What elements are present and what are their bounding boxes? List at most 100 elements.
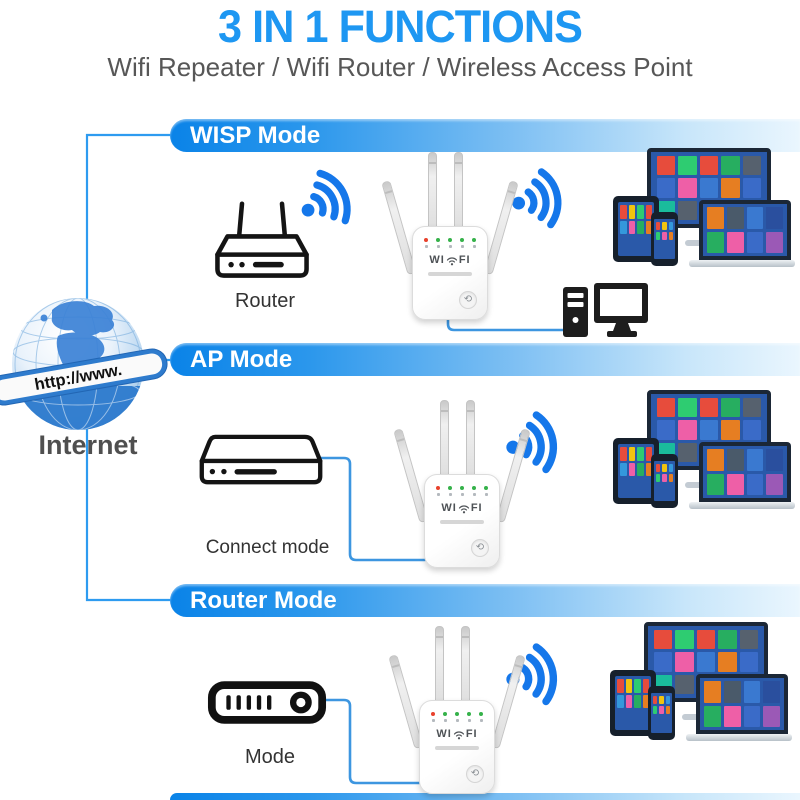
- app-tile: [656, 464, 661, 472]
- laptop-base: [689, 502, 795, 509]
- cable-wisp-repeater-pc: [446, 314, 566, 332]
- led-tick: [455, 719, 459, 722]
- app-tile: [642, 679, 649, 693]
- mode-label: Mode: [244, 746, 296, 768]
- app-tile: [718, 652, 737, 672]
- app-tile: [625, 694, 632, 708]
- repeater-subtext-bar: [435, 746, 479, 750]
- app-tile: [742, 178, 761, 198]
- app-tile: [678, 178, 697, 198]
- led-tick: [460, 493, 464, 496]
- app-tile: [743, 705, 761, 727]
- app-tile: [766, 449, 783, 471]
- wifi-signal-icon: [512, 168, 562, 229]
- led-tick: [424, 245, 428, 248]
- app-tile: [653, 706, 658, 714]
- app-tile: [721, 178, 740, 198]
- led-dot: [424, 238, 428, 242]
- led-dot: [448, 238, 452, 242]
- app-tile: [659, 696, 664, 704]
- app-tile: [678, 398, 697, 418]
- app-tile: [620, 220, 627, 234]
- led-dot: [460, 486, 464, 490]
- led-labels: [413, 245, 487, 248]
- laptop-base: [689, 260, 795, 267]
- repeater-brand: WI FI: [429, 254, 471, 266]
- led-dot: [472, 238, 476, 242]
- led-labels: [425, 493, 499, 496]
- app-tile: [699, 178, 719, 198]
- repeater-subtext-bar: [440, 520, 484, 524]
- led-tick: [479, 719, 483, 722]
- led-tick: [467, 719, 471, 722]
- led-dot: [436, 486, 440, 490]
- app-tile: [742, 398, 761, 418]
- app-tile: [654, 652, 673, 672]
- led-indicators: [420, 712, 494, 716]
- app-tile: [721, 420, 740, 440]
- app-tile: [662, 232, 667, 240]
- app-tile: [675, 652, 694, 672]
- app-tile: [723, 705, 741, 727]
- app-tile: [645, 447, 652, 461]
- app-tile: [628, 220, 635, 234]
- led-indicators: [413, 238, 487, 242]
- modem-icon: [199, 434, 323, 485]
- wifi-mini-icon: [453, 731, 464, 740]
- app-tile: [617, 694, 624, 708]
- client-devices-cluster: [613, 390, 795, 514]
- led-tick: [436, 493, 440, 496]
- internet-globe-icon: http://www.: [0, 298, 168, 430]
- repeater-body: WI FI ⟲: [419, 700, 495, 794]
- app-tile: [620, 205, 627, 219]
- app-tile: [746, 449, 764, 471]
- app-tile: [645, 205, 652, 219]
- app-tile: [678, 156, 697, 176]
- app-tile: [668, 474, 673, 482]
- led-tick: [484, 493, 488, 496]
- app-tile: [625, 679, 632, 693]
- app-tile: [699, 156, 719, 176]
- led-dot: [431, 712, 435, 716]
- app-tile: [634, 694, 641, 708]
- laptop-icon: [696, 674, 788, 734]
- tablet-icon: [613, 438, 659, 504]
- antenna: [454, 152, 463, 232]
- repeater-body: WI FI ⟲: [412, 226, 488, 320]
- led-tick: [448, 493, 452, 496]
- app-tile: [707, 449, 724, 471]
- app-tile: [763, 705, 780, 727]
- app-tile: [662, 464, 667, 472]
- led-dot: [443, 712, 447, 716]
- app-tile: [645, 462, 652, 476]
- app-tile: [637, 205, 644, 219]
- wifi-repeater-device: WI FI ⟲: [393, 400, 531, 568]
- wifi-mini-icon: [446, 257, 457, 266]
- client-devices-cluster: [613, 148, 795, 272]
- app-tile: [659, 706, 664, 714]
- antenna: [466, 400, 475, 480]
- app-tile: [668, 232, 673, 240]
- app-tile: [645, 220, 652, 234]
- router-icon: [215, 201, 309, 278]
- app-tile: [628, 447, 635, 461]
- repeater-subtext-bar: [428, 272, 472, 276]
- app-tile: [707, 207, 724, 229]
- app-tile: [704, 705, 721, 727]
- connect-mode-label: Connect mode: [205, 537, 330, 558]
- led-dot: [467, 712, 471, 716]
- app-tile: [699, 398, 719, 418]
- wps-button: ⟲: [459, 291, 477, 309]
- app-tile: [637, 447, 644, 461]
- antenna: [435, 626, 444, 706]
- repeater-brand: WI FI: [441, 502, 483, 514]
- app-tile: [642, 694, 649, 708]
- app-tile: [739, 630, 758, 650]
- app-tile: [678, 420, 697, 440]
- app-tile: [637, 462, 644, 476]
- app-tile: [657, 178, 676, 198]
- internet-label: Internet: [38, 430, 138, 460]
- ap-mode-banner: AP Mode: [170, 343, 800, 376]
- wifi-repeater-device: WI FI ⟲: [388, 626, 526, 794]
- led-tick: [472, 493, 476, 496]
